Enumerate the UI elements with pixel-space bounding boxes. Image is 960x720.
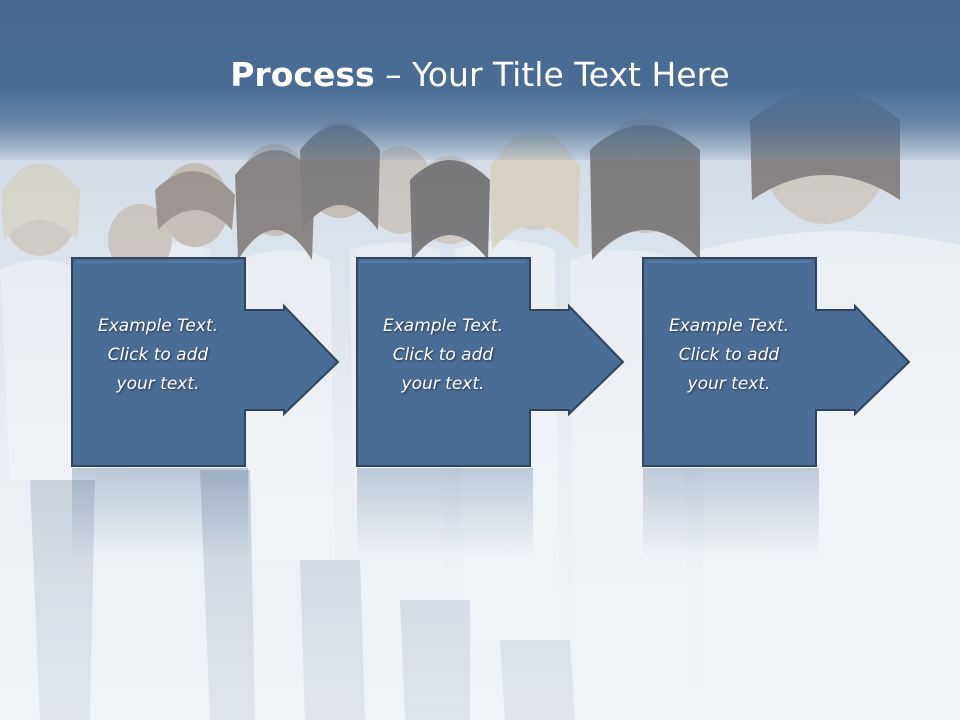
step-text-line: your text. bbox=[687, 374, 771, 394]
title-bold-text: Process bbox=[230, 55, 375, 94]
process-step-3[interactable]: Example Text. Click to add your text. bbox=[641, 256, 911, 468]
step-text-line: your text. bbox=[401, 374, 485, 394]
step-2-reflection bbox=[357, 468, 533, 558]
arrow-shape bbox=[356, 257, 625, 467]
step-1-text: Example Text. Click to add your text. bbox=[74, 312, 242, 399]
step-text-line: Example Text. bbox=[97, 316, 219, 336]
step-1-reflection bbox=[72, 468, 248, 558]
arrow-shape bbox=[642, 257, 911, 467]
step-text-line: Example Text. bbox=[668, 316, 790, 336]
title-rest-text: – Your Title Text Here bbox=[374, 55, 730, 94]
step-text-line: your text. bbox=[116, 374, 200, 394]
step-text-line: Click to add bbox=[107, 345, 209, 365]
step-3-text: Example Text. Click to add your text. bbox=[645, 312, 813, 399]
arrow-shape bbox=[71, 257, 340, 467]
process-step-1[interactable]: Example Text. Click to add your text. bbox=[70, 256, 340, 468]
slide-title[interactable]: Process – Your Title Text Here bbox=[0, 52, 960, 98]
step-text-line: Example Text. bbox=[382, 316, 504, 336]
step-text-line: Click to add bbox=[392, 345, 494, 365]
step-2-text: Example Text. Click to add your text. bbox=[359, 312, 527, 399]
title-band bbox=[0, 0, 960, 160]
process-step-2[interactable]: Example Text. Click to add your text. bbox=[355, 256, 625, 468]
step-text-line: Click to add bbox=[678, 345, 780, 365]
step-3-reflection bbox=[643, 468, 819, 558]
